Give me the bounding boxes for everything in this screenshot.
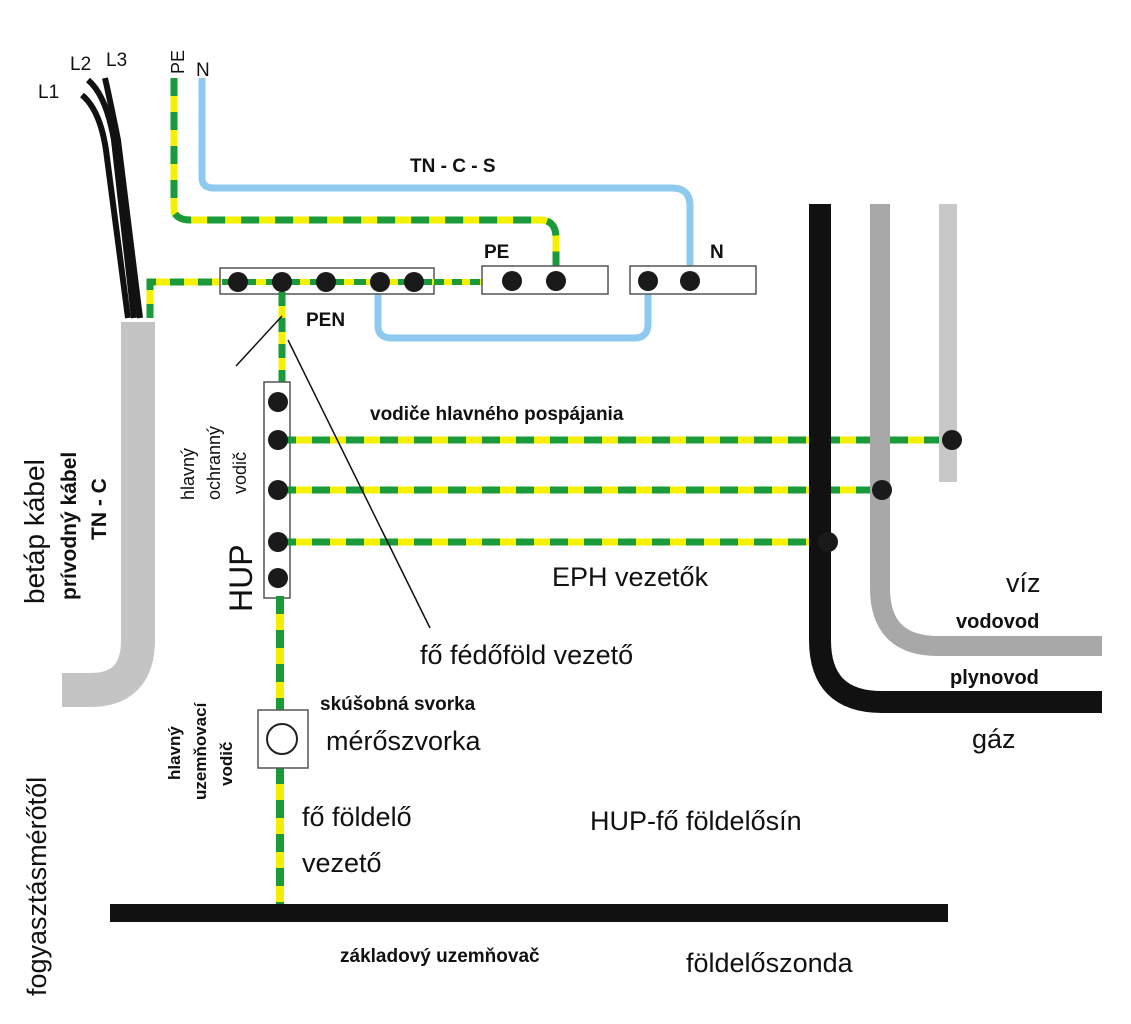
label-meroszvorka: mérőszvorka (326, 726, 482, 756)
hup-terminal-2 (268, 430, 288, 450)
label-tncs: TN - C - S (410, 156, 496, 177)
label-l3: L3 (106, 50, 127, 71)
pen-supply-wire (146, 278, 222, 318)
label-zakladovy-uzemnovac: základový uzemňovač (340, 946, 540, 967)
label-n-top: N (196, 60, 210, 81)
label-plynovod: plynovod (950, 667, 1039, 689)
label-pe-bar: PE (484, 242, 509, 263)
hup-terminal-3 (268, 480, 288, 500)
pen-terminal-2 (272, 272, 292, 292)
pen-terminal-4 (370, 272, 390, 292)
label-viz: víz (1006, 568, 1041, 598)
label-gaz: gáz (972, 724, 1016, 754)
foundation-earth-electrode (110, 904, 948, 922)
label-fo-foldelo-2: vezető (302, 848, 382, 878)
label-pen: PEN (306, 310, 345, 331)
pe-incoming-wire (170, 78, 560, 280)
label-hlavny-ochranny-3: vodič (230, 452, 250, 494)
label-pe-top: PE (168, 50, 188, 74)
label-privodny-kabel: prívodný kábel (58, 452, 81, 600)
label-vodovod: vodovod (956, 611, 1039, 633)
pe-terminal-1 (502, 271, 522, 291)
n-terminal-1 (638, 271, 658, 291)
eph-clamp-vodovod (872, 480, 892, 500)
label-hlavny-ochranny-2: ochranný (204, 426, 224, 500)
wire-l2 (85, 77, 137, 319)
pen-terminal-5 (404, 272, 424, 292)
label-skusobna-svorka: skúšobná svorka (320, 694, 476, 715)
pe-busbar (481, 265, 609, 295)
wire-l1 (79, 92, 131, 319)
label-fo-fedofold: fő fédőföld vezető (420, 640, 633, 670)
label-betap-kabel: betáp kábel (19, 459, 50, 604)
leader-line-fedofold (287, 339, 431, 629)
label-hlavny-uzem-1: hlavný (165, 726, 184, 780)
label-hup-fo-foldelosin: HUP-fő földelősín (590, 806, 802, 836)
gas-pipe (809, 204, 1102, 713)
hup-terminal-1 (268, 392, 288, 412)
label-hlavny-ochranny-1: hlavný (178, 448, 198, 500)
hup-terminal-4 (268, 532, 288, 552)
label-vodice-pospajania: vodiče hlavného pospájania (370, 404, 624, 425)
hup-terminal-5 (268, 568, 288, 588)
supply-cable-sheath (62, 322, 155, 707)
label-tn-c: TN - C (88, 478, 111, 540)
label-foldeloszonda: földelőszonda (686, 948, 854, 978)
wire-l3 (102, 77, 143, 319)
label-l2: L2 (70, 54, 91, 75)
label-hup: HUP (223, 544, 259, 612)
label-hlavny-uzem-2: uzemňovací (191, 701, 210, 800)
label-hlavny-uzem-3: vodič (217, 742, 236, 786)
eph-clamp-water (942, 430, 962, 450)
n-terminal-2 (680, 271, 700, 291)
pen-to-n-link (374, 282, 652, 342)
water-pipe (870, 204, 1102, 656)
n-incoming-wire (198, 78, 694, 280)
pen-terminal-3 (316, 272, 336, 292)
label-l1: L1 (38, 82, 59, 103)
label-n-bar: N (710, 242, 724, 263)
pe-terminal-2 (546, 271, 566, 291)
leader-line-protective (235, 315, 283, 367)
eph-clamp-gas (818, 532, 838, 552)
test-terminal-circle (266, 723, 298, 755)
label-fogyasztasmerotol: fogyasztásmérőtől (22, 777, 52, 996)
pen-terminal-1 (228, 272, 248, 292)
label-fo-foldelo-1: fő földelő (302, 802, 412, 832)
label-eph-vezetok: EPH vezetők (552, 562, 709, 592)
